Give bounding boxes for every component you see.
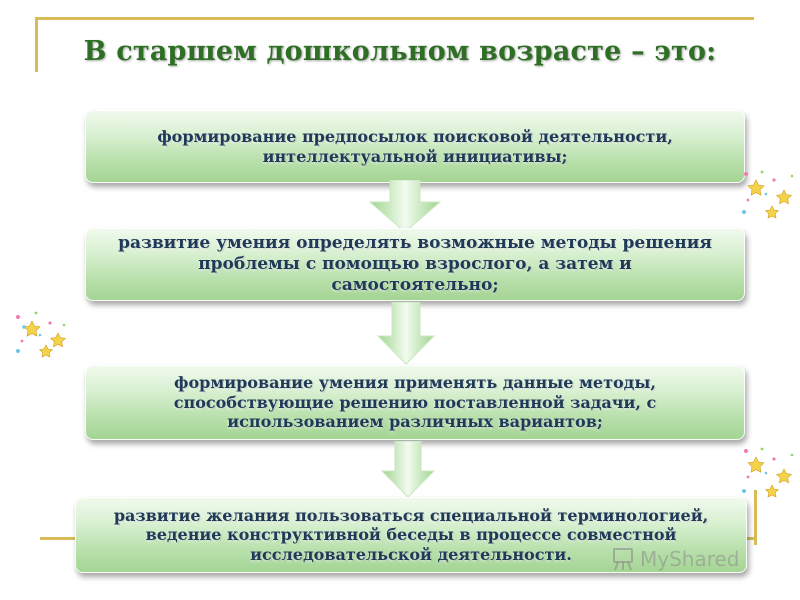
sparkle-stars-icon: [742, 170, 794, 219]
step-box-3: формирование умения применять данные мет…: [85, 365, 745, 440]
step-box-1: формирование предпосылок поисковой деяте…: [85, 110, 745, 183]
mysahred-logo-icon: [613, 548, 633, 571]
step-text-1: формирование предпосылок поисковой деяте…: [157, 126, 673, 166]
frame-line-left: [35, 17, 38, 72]
down-arrow-icon: [368, 180, 442, 233]
sparkle-stars-icon: [742, 447, 794, 498]
frame-line-top: [37, 17, 754, 20]
watermark-text: MyShared: [640, 547, 740, 571]
step-text-3: формирование умения применять данные мет…: [173, 373, 657, 432]
down-arrow-icon: [376, 302, 436, 365]
down-arrow-icon: [380, 441, 436, 498]
step-text-2: развитие умения определять возможные мет…: [118, 233, 712, 295]
slide-title: В старшем дошкольном возрасте – это:: [83, 36, 717, 67]
watermark: MyShared: [612, 545, 772, 573]
step-box-4: развитие желания пользоваться специально…: [75, 497, 747, 573]
sparkle-stars-icon: [16, 311, 66, 358]
frame-line-right: [754, 490, 757, 545]
step-text-4: развитие желания пользоваться специально…: [113, 505, 709, 564]
step-box-2: развитие умения определять возможные мет…: [85, 228, 745, 301]
